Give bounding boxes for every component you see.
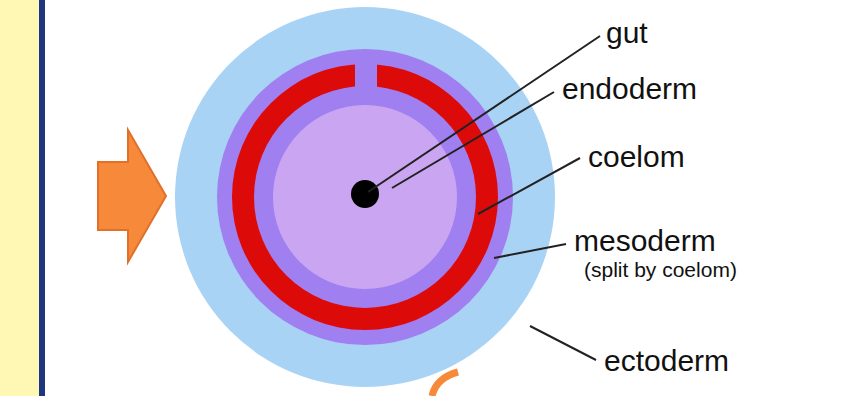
leader-line	[494, 244, 566, 258]
part-label: ectoderm	[604, 344, 729, 377]
part-label: endoderm	[562, 72, 697, 105]
coelom-layer	[232, 64, 498, 330]
leader-line	[530, 326, 596, 360]
panel-border	[39, 0, 45, 396]
part-label: (split by coelom)	[584, 258, 737, 281]
leader-line	[392, 92, 554, 188]
leader-line	[368, 36, 600, 192]
side-panel	[0, 0, 39, 396]
orange-arrow	[98, 130, 166, 262]
ectoderm-layer	[175, 7, 555, 387]
part-label: coelom	[588, 140, 685, 173]
part-label: mesoderm	[574, 224, 716, 257]
orange-arrow-fragment	[432, 372, 458, 396]
endoderm-layer	[273, 105, 457, 289]
part-label: gut	[606, 16, 648, 49]
mesoderm-layer	[217, 49, 513, 345]
mesentery-gap	[355, 60, 377, 88]
inner-mesoderm-layer	[254, 86, 476, 308]
gut-lumen	[351, 180, 379, 208]
leader-line	[478, 158, 580, 214]
